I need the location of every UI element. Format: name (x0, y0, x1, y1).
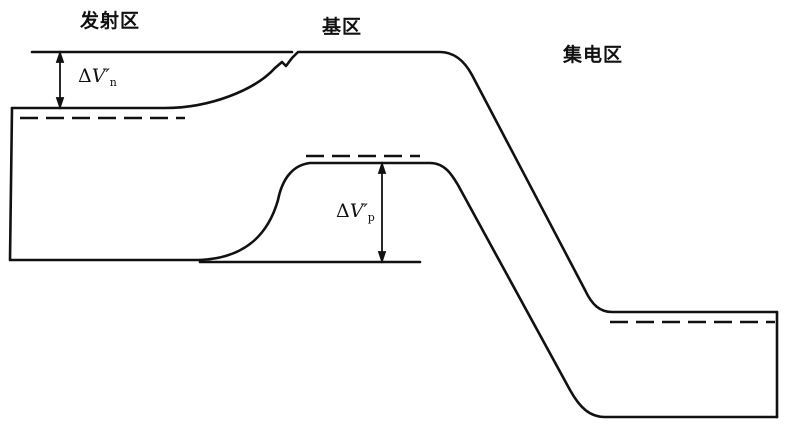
delta-symbol: Δ (78, 65, 92, 87)
emitter-region-label: 发射区 (80, 10, 141, 32)
delta-vn-label: ΔV′n (78, 65, 117, 89)
emitter-boundary (8, 106, 202, 262)
arrow-up-icon (377, 161, 387, 174)
line-gap (509, 170, 521, 185)
arrow-down-icon (55, 97, 65, 110)
line-gap (506, 310, 518, 325)
conduction-band-edge (10, 50, 779, 314)
arrow-down-icon (377, 251, 387, 264)
base-region-label: 基区 (322, 16, 363, 38)
voltage-symbol: V′ (349, 200, 368, 222)
valence-band-edge (198, 161, 779, 419)
delta-vp-label: ΔV′p (336, 200, 375, 224)
delta-symbol: Δ (336, 200, 350, 222)
collector-region-label: 集电区 (563, 44, 624, 66)
arrow-up-icon (55, 50, 65, 63)
subscript-p: p (367, 211, 375, 224)
subscript-n: n (109, 76, 117, 89)
voltage-symbol: V′ (91, 65, 110, 87)
